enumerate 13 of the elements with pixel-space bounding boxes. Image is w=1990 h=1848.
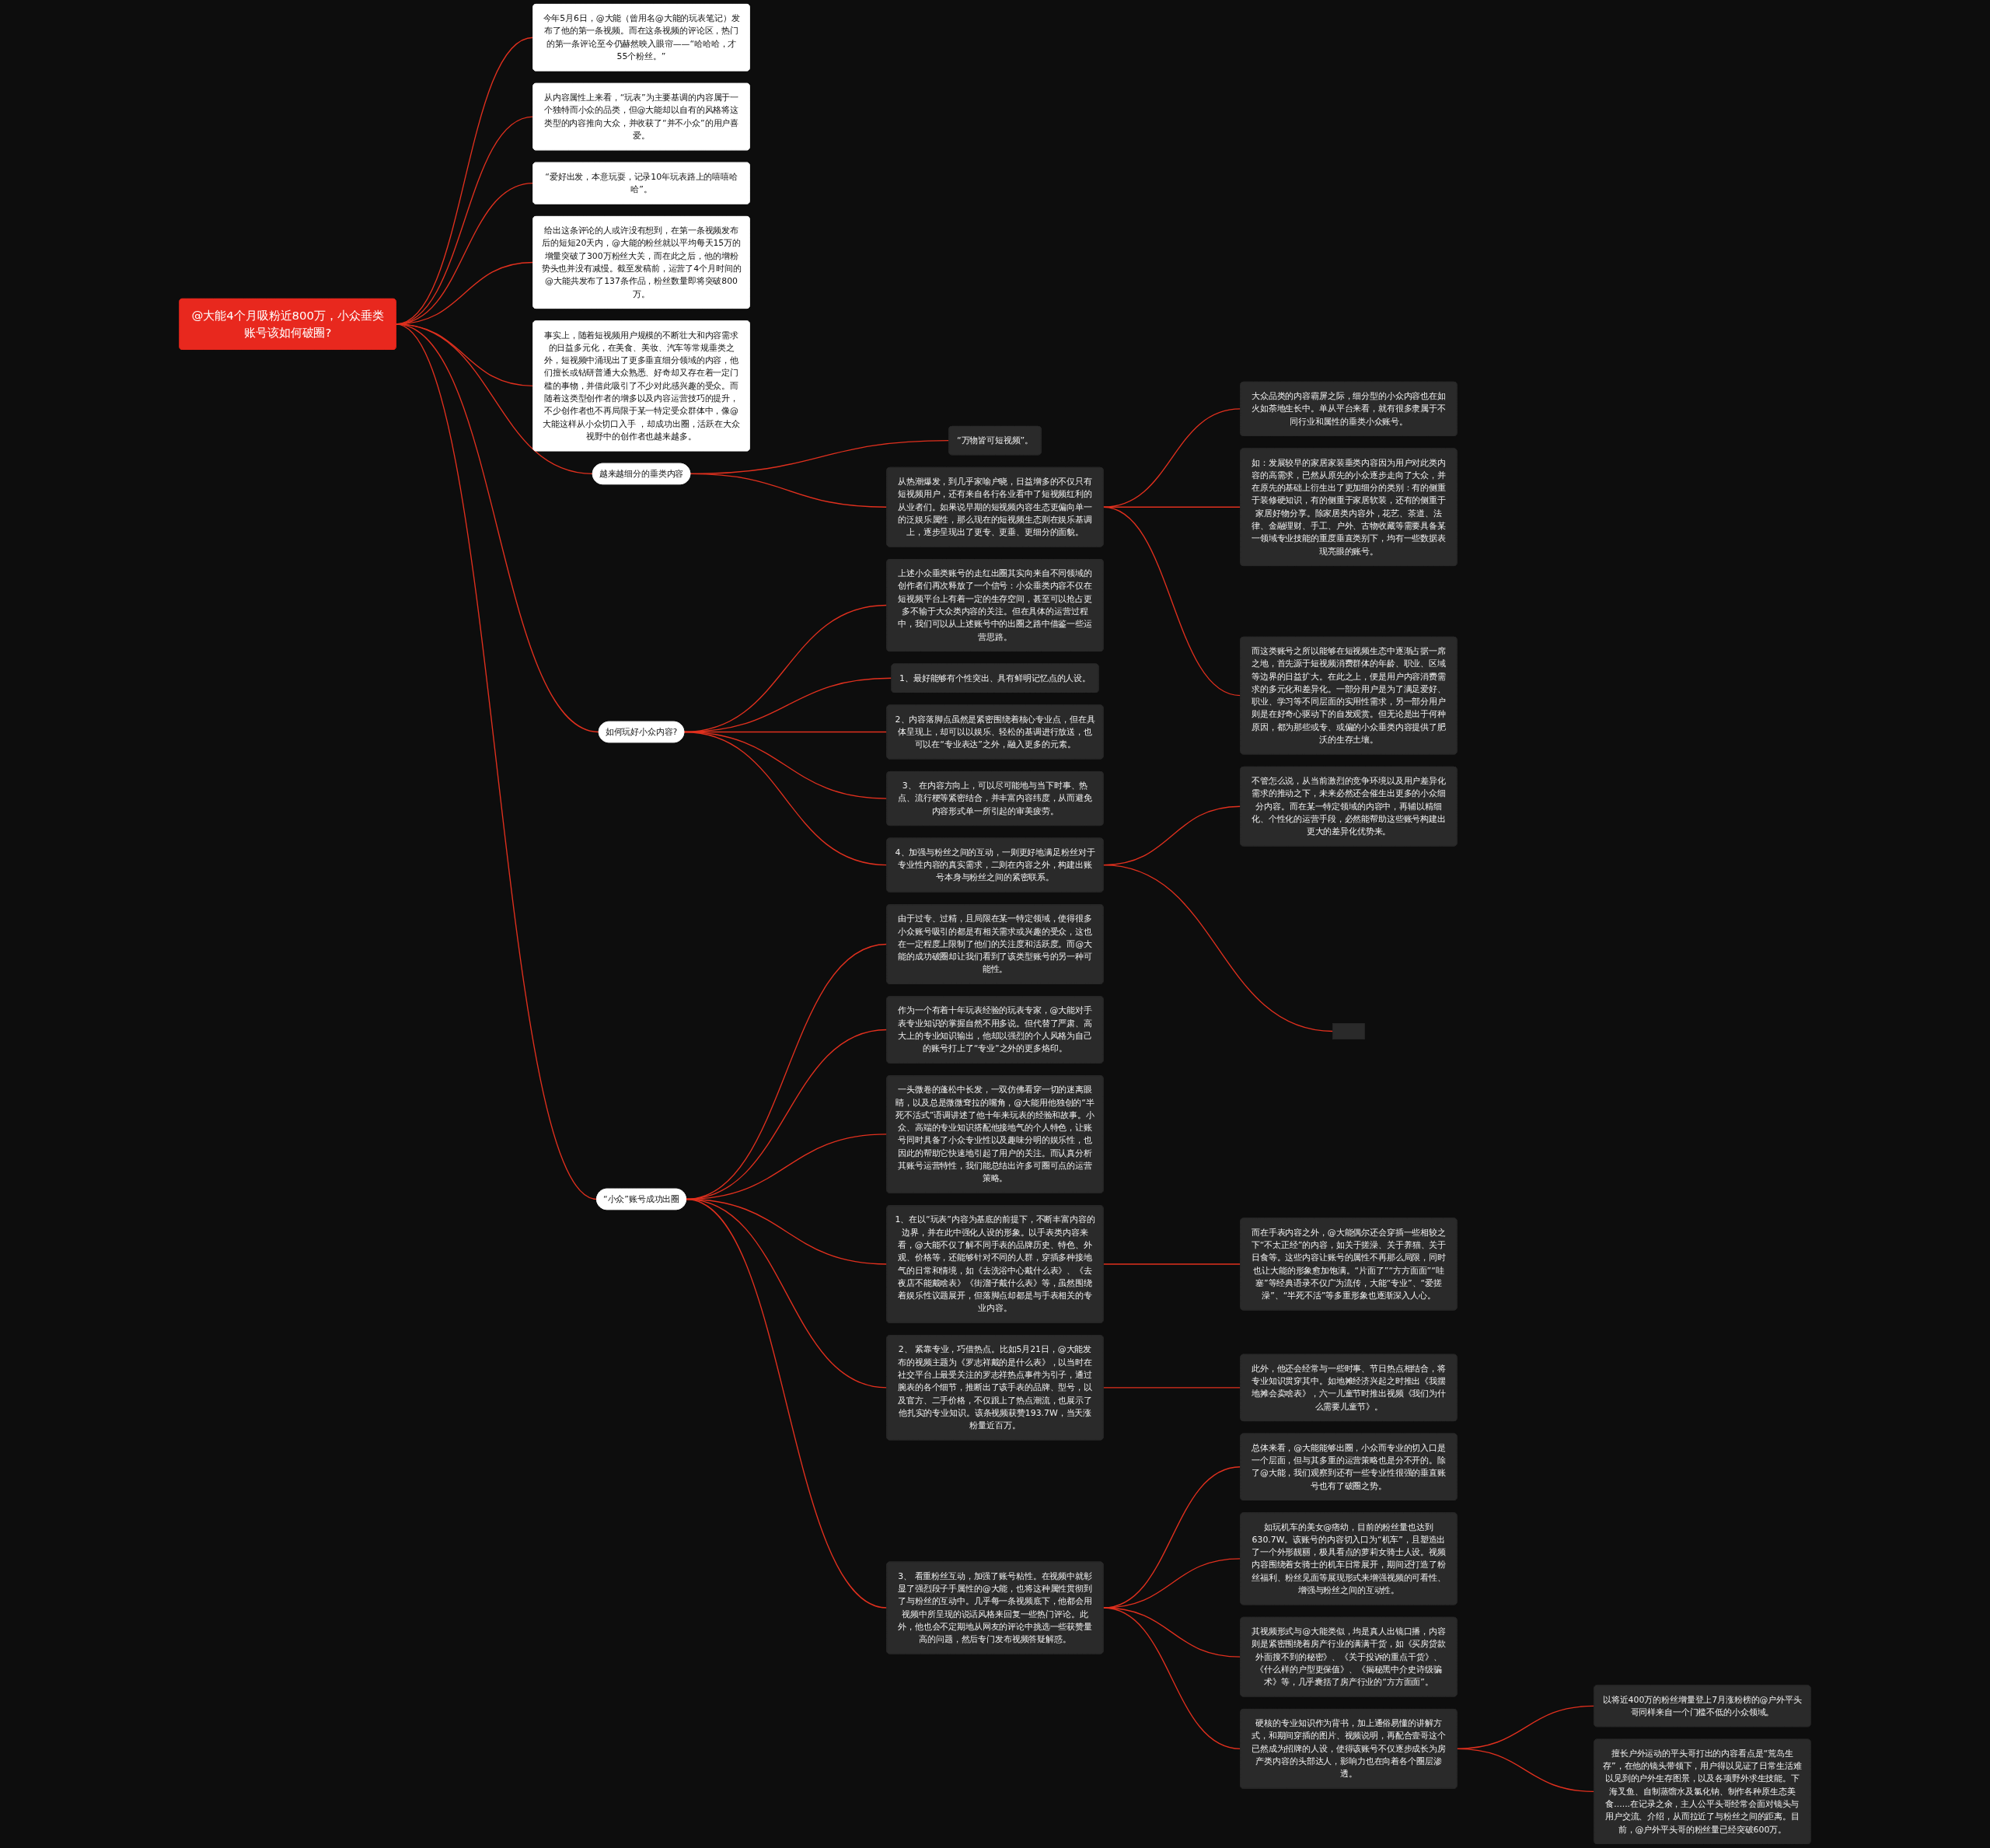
connector — [1456, 1748, 1595, 1792]
connector — [395, 323, 599, 733]
connector — [685, 1198, 888, 1609]
connector — [690, 473, 888, 508]
connector — [1102, 506, 1241, 697]
connector — [1102, 864, 1334, 1032]
connector — [683, 731, 888, 866]
node-box — [1332, 1023, 1365, 1040]
connector — [1102, 1387, 1241, 1389]
connector — [1102, 1607, 1241, 1749]
connector — [1102, 408, 1241, 508]
connector — [1102, 1263, 1241, 1265]
connector — [395, 323, 598, 1200]
